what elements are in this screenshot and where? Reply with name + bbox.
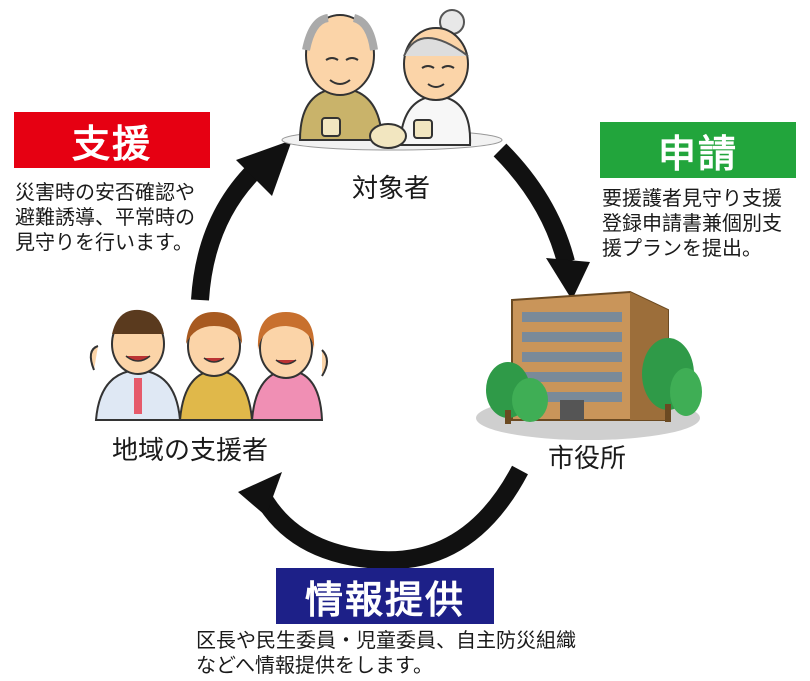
support-badge: 支援 xyxy=(14,112,210,168)
arrowhead-into-helpers xyxy=(238,472,282,516)
arrow-helpers-to-target xyxy=(191,163,262,301)
arrow-heads xyxy=(236,140,590,516)
info-provision-description: 区長や民生委員・児童委員、自主防災組織 などへ情報提供をします。 xyxy=(196,628,576,677)
target-person-label: 対象者 xyxy=(352,174,431,204)
city-office-label: 市役所 xyxy=(548,444,627,474)
application-description: 要援護者見守り支援 登録申請書兼個別支 援プランを提出。 xyxy=(602,186,782,260)
city-office-illustration xyxy=(476,290,702,440)
local-supporters-illustration xyxy=(89,309,328,421)
arrowhead-up-left xyxy=(236,140,292,196)
elderly-couple-illustration xyxy=(281,9,503,151)
info-provision-badge: 情報提供 xyxy=(276,568,494,624)
arrow-city-to-helpers xyxy=(249,465,528,570)
arrow-target-to-city xyxy=(493,143,575,265)
arrowhead-down-right xyxy=(546,258,590,300)
cycle-arrows xyxy=(191,143,575,570)
support-description: 災害時の安否確認や 避難誘導、平常時の 見守りを行います。 xyxy=(15,180,195,254)
application-badge: 申請 xyxy=(600,122,796,178)
local-supporters-label: 地域の支援者 xyxy=(112,436,269,466)
